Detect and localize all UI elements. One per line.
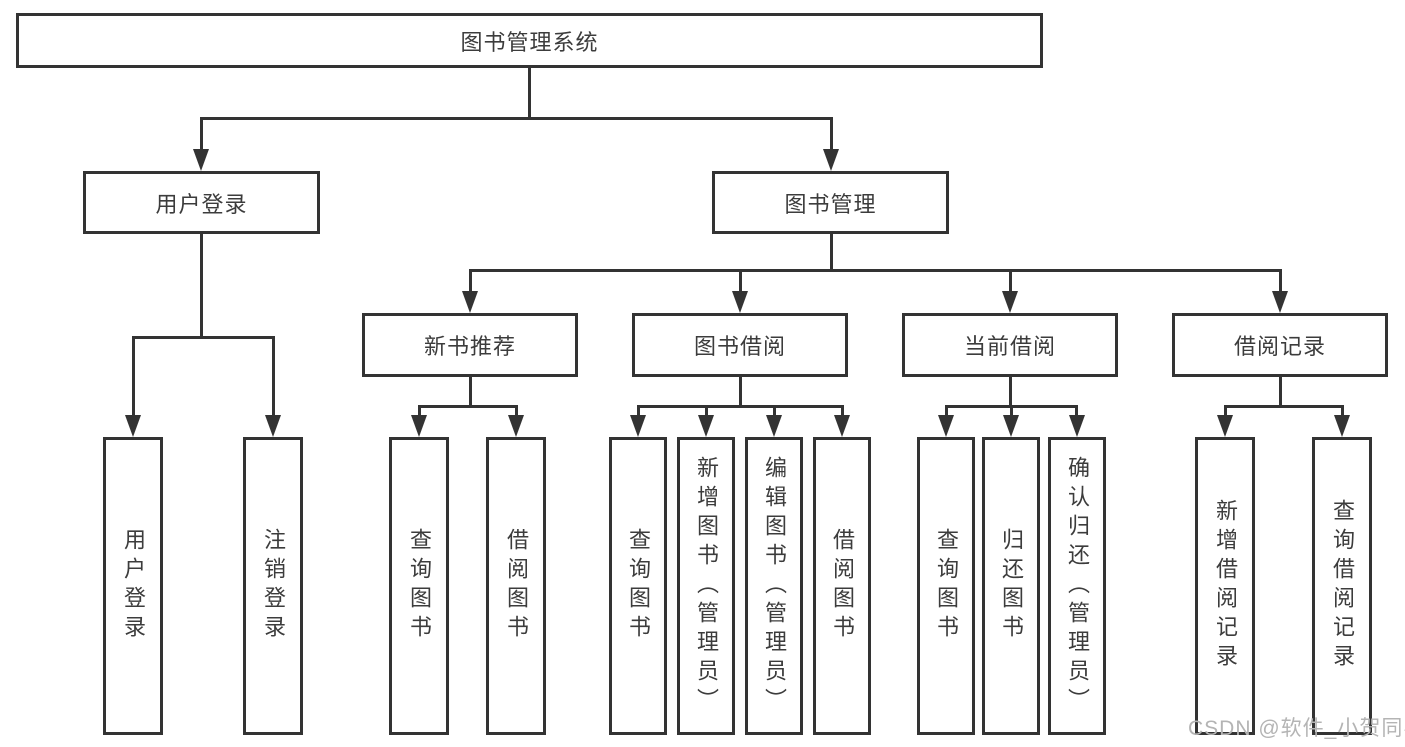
- connector-new-book-drop: [469, 269, 472, 293]
- arrowhead-bw-leaf2: [698, 415, 714, 437]
- arrowhead-borrow: [732, 291, 748, 313]
- leaf-add-borrow-record-label: 新增借阅记录: [1213, 499, 1238, 673]
- leaf-query-books-borrow: 查询图书: [609, 437, 667, 735]
- connector-new-book-hline: [418, 405, 518, 408]
- arrowhead-nb-leaf2: [508, 415, 524, 437]
- connector-user-login-hline: [132, 336, 275, 339]
- leaf-return-books: 归还图书: [982, 437, 1040, 735]
- node-book-borrow-label: 图书借阅: [693, 334, 786, 359]
- csdn-watermark: CSDN @软件_小贺同学: [1188, 717, 1405, 740]
- connector-leaf-user-login-drop: [132, 336, 135, 417]
- leaf-edit-book-admin-label: 编辑图书（管理员）: [762, 455, 787, 717]
- connector-records-stem: [1279, 377, 1282, 408]
- leaf-confirm-return-admin-label: 确认归还（管理员）: [1065, 455, 1090, 717]
- connector-nb-leaf2-drop: [515, 405, 518, 417]
- node-borrow-records-label: 借阅记录: [1233, 334, 1326, 359]
- connector-leaf-logout-drop: [272, 336, 275, 417]
- connector-borrow-stem: [739, 377, 742, 408]
- leaf-logout-label: 注销登录: [261, 528, 286, 644]
- connector-user-login-stem: [200, 234, 203, 339]
- connector-book-mgmt-drop: [830, 117, 833, 151]
- leaf-query-books-borrow-label: 查询图书: [626, 528, 651, 644]
- leaf-borrow-books-newbook-label: 借阅图书: [504, 528, 529, 644]
- leaf-add-borrow-record: 新增借阅记录: [1195, 437, 1255, 735]
- arrowhead-cb-leaf1: [938, 415, 954, 437]
- arrowhead-rc-leaf1: [1217, 415, 1233, 437]
- leaf-add-book-admin: 新增图书（管理员）: [677, 437, 735, 735]
- node-current-borrow-label: 当前借阅: [963, 334, 1056, 359]
- leaf-query-borrow-record: 查询借阅记录: [1312, 437, 1372, 735]
- leaf-user-login: 用户登录: [103, 437, 163, 735]
- leaf-borrow-books-borrow: 借阅图书: [813, 437, 871, 735]
- arrowhead-bw-leaf3: [766, 415, 782, 437]
- leaf-edit-book-admin: 编辑图书（管理员）: [745, 437, 803, 735]
- arrowhead-records: [1272, 291, 1288, 313]
- connector-bw-leaf3-drop: [773, 405, 776, 417]
- connector-bw-leaf2-drop: [705, 405, 708, 417]
- connector-rc-leaf1-drop: [1224, 405, 1227, 417]
- connector-current-stem: [1009, 377, 1012, 408]
- connector-user-login-drop: [200, 117, 203, 151]
- connector-rc-leaf2-drop: [1341, 405, 1344, 417]
- node-user-login-label: 用户登录: [155, 191, 248, 217]
- node-new-book-rec: 新书推荐: [362, 313, 578, 377]
- connector-book-mgmt-hline: [469, 269, 1282, 272]
- connector-new-book-stem: [469, 377, 472, 408]
- connector-cb-leaf2-drop: [1010, 405, 1013, 417]
- node-current-borrow: 当前借阅: [902, 313, 1118, 377]
- connector-bw-leaf4-drop: [841, 405, 844, 417]
- node-book-mgmt: 图书管理: [712, 171, 949, 234]
- arrowhead-user-login: [193, 149, 209, 171]
- leaf-query-books-current: 查询图书: [917, 437, 975, 735]
- node-borrow-records: 借阅记录: [1172, 313, 1388, 377]
- connector-current-drop: [1009, 269, 1012, 293]
- arrowhead-leaf-logout: [265, 415, 281, 437]
- node-user-login: 用户登录: [83, 171, 320, 234]
- leaf-query-borrow-record-label: 查询借阅记录: [1330, 499, 1355, 673]
- connector-root-hline: [200, 117, 833, 120]
- leaf-confirm-return-admin: 确认归还（管理员）: [1048, 437, 1106, 735]
- node-book-mgmt-label: 图书管理: [784, 191, 877, 217]
- arrowhead-cb-leaf3: [1069, 415, 1085, 437]
- arrowhead-leaf-user-login: [125, 415, 141, 437]
- connector-nb-leaf1-drop: [418, 405, 421, 417]
- connector-bw-leaf1-drop: [637, 405, 640, 417]
- connector-root-stem: [528, 68, 531, 120]
- arrowhead-book-mgmt: [823, 149, 839, 171]
- arrowhead-bw-leaf4: [834, 415, 850, 437]
- connector-cb-leaf1-drop: [945, 405, 948, 417]
- arrowhead-rc-leaf2: [1334, 415, 1350, 437]
- leaf-logout: 注销登录: [243, 437, 303, 735]
- arrowhead-cb-leaf2: [1003, 415, 1019, 437]
- connector-records-drop: [1279, 269, 1282, 293]
- arrowhead-current: [1002, 291, 1018, 313]
- leaf-query-books-current-label: 查询图书: [934, 528, 959, 644]
- connector-book-mgmt-stem: [830, 234, 833, 272]
- connector-borrow-drop: [739, 269, 742, 293]
- node-root: 图书管理系统: [16, 13, 1043, 68]
- node-book-borrow: 图书借阅: [632, 313, 848, 377]
- leaf-borrow-books-newbook: 借阅图书: [486, 437, 546, 735]
- connector-borrow-hline: [637, 405, 843, 408]
- node-new-book-rec-label: 新书推荐: [423, 334, 516, 359]
- leaf-return-books-label: 归还图书: [999, 528, 1024, 644]
- connector-cb-leaf3-drop: [1075, 405, 1078, 417]
- leaf-borrow-books-borrow-label: 借阅图书: [830, 528, 855, 644]
- connector-records-hline: [1224, 405, 1343, 408]
- leaf-query-books-newbook-label: 查询图书: [407, 528, 432, 644]
- arrowhead-bw-leaf1: [630, 415, 646, 437]
- arrowhead-new-book: [462, 291, 478, 313]
- leaf-user-login-label: 用户登录: [121, 528, 146, 644]
- leaf-add-book-admin-label: 新增图书（管理员）: [694, 455, 719, 717]
- arrowhead-nb-leaf1: [411, 415, 427, 437]
- leaf-query-books-newbook: 查询图书: [389, 437, 449, 735]
- node-root-label: 图书管理系统: [460, 29, 599, 55]
